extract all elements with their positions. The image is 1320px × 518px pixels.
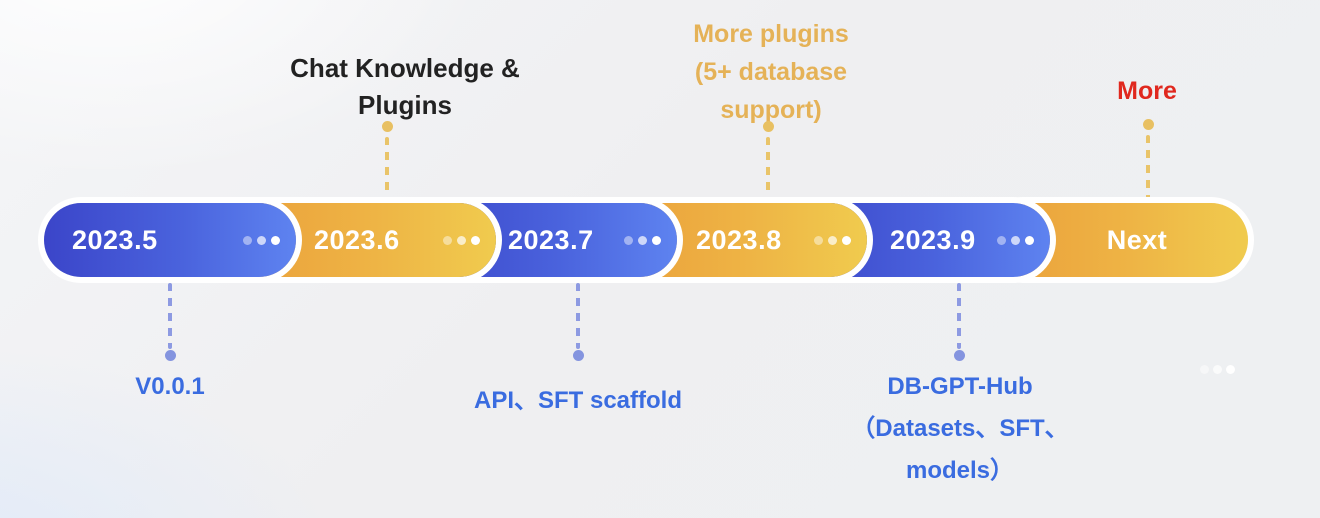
- dashed-connector-line: [385, 137, 389, 203]
- annotation-chat-knowledge-plugins: Chat Knowledge & Plugins: [250, 50, 560, 124]
- dashed-connector-line: [1146, 135, 1150, 203]
- annotation-v001: V0.0.1: [70, 372, 270, 402]
- segment-label: Next: [1106, 224, 1168, 255]
- annotation-line: More: [1117, 77, 1177, 105]
- connector-dot-icon: [573, 350, 584, 361]
- annotation-api-sft-scaffold: API、SFT scaffold: [428, 386, 728, 416]
- annotation-more-plugins: More plugins (5+ database support): [621, 15, 921, 129]
- ellipsis-dots-icon: [624, 235, 661, 245]
- connector-dot-icon: [763, 121, 774, 132]
- dashed-connector-line: [168, 283, 172, 349]
- annotation-line: V0.0.1: [135, 373, 205, 400]
- connector-dot-icon: [382, 121, 393, 132]
- segment-label: 2023.5: [72, 224, 158, 255]
- annotation-line: API、SFT scaffold: [473, 387, 683, 414]
- dashed-connector-line: [766, 137, 770, 203]
- segment-label: 2023.8: [696, 224, 782, 255]
- annotation-line: Chat Knowledge &: [290, 53, 520, 83]
- dashed-connector-line: [576, 283, 580, 349]
- annotation-more: More: [1072, 76, 1222, 106]
- ellipsis-dots-icon: [997, 235, 1034, 245]
- annotation-db-gpt-hub: DB-GPT-Hub （Datasets、SFT、 models）: [790, 366, 1130, 492]
- background-ellipsis-dots-icon: [1200, 365, 1235, 374]
- timeline-segment-2023-5: 2023.5: [44, 203, 296, 277]
- annotation-line: DB-GPT-Hub: [887, 373, 1033, 400]
- connector-dot-icon: [165, 350, 176, 361]
- ellipsis-dots-icon: [243, 235, 280, 245]
- ellipsis-dots-icon: [443, 235, 480, 245]
- connector-dot-icon: [1143, 119, 1154, 130]
- segment-label: 2023.7: [508, 224, 594, 255]
- annotation-line: （Datasets、SFT、: [851, 415, 1069, 442]
- annotation-line: support): [720, 96, 822, 124]
- segment-label: 2023.9: [890, 224, 976, 255]
- ellipsis-dots-icon: [814, 235, 851, 245]
- dashed-connector-line: [957, 283, 961, 349]
- annotation-line: (5+ database: [694, 58, 848, 86]
- connector-dot-icon: [954, 350, 965, 361]
- segment-label: 2023.6: [314, 224, 400, 255]
- annotation-line: Plugins: [358, 90, 452, 120]
- annotation-line: More plugins: [693, 20, 849, 48]
- annotation-line: models）: [905, 457, 1015, 484]
